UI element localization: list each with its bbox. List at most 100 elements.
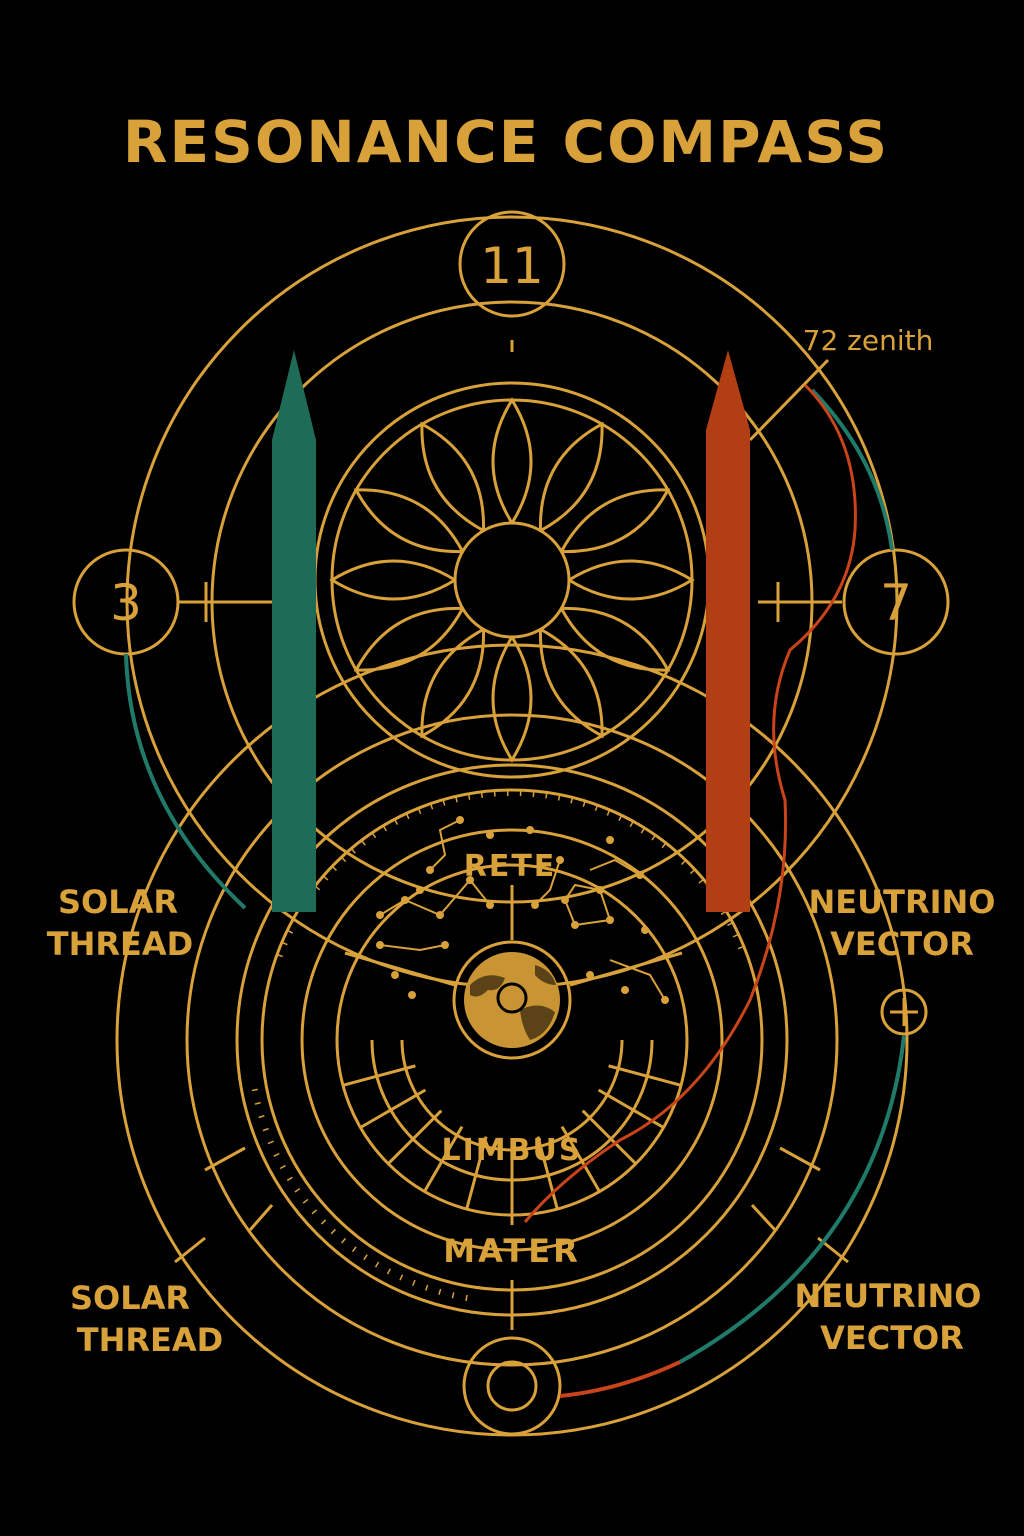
flower-petal [420, 421, 486, 532]
limbus-spoke [423, 1125, 464, 1193]
scale-tick [302, 1198, 309, 1204]
limbus-spoke [465, 1136, 488, 1210]
scale-tick [698, 878, 704, 884]
neutrino-vector-label-upper: NEUTRINO VECTOR [809, 883, 996, 963]
scale-tick [438, 1288, 442, 1295]
scale-tick [582, 800, 586, 807]
scale-tick [606, 809, 611, 816]
scale-tick [680, 859, 687, 866]
scale-tick [311, 1209, 318, 1215]
marker-top-label: 11 [480, 237, 544, 295]
svg-text:NEUTRINO: NEUTRINO [809, 883, 996, 921]
scale-tick [455, 796, 458, 803]
svg-text:SOLAR: SOLAR [58, 883, 178, 921]
constellations [376, 816, 669, 1004]
scale-tick [557, 794, 561, 801]
scale-tick [399, 1274, 404, 1281]
limbus-label: LIMBUS [442, 1133, 583, 1168]
neutrino-needle [706, 350, 750, 912]
limbus-arc [400, 1039, 624, 1152]
plus-circle-icon [880, 988, 928, 1036]
svg-text:SOLAR: SOLAR [70, 1279, 190, 1317]
lower-ring-2 [185, 713, 839, 1367]
rete-label: RETE [464, 849, 557, 884]
limbus-spoke [359, 1088, 427, 1129]
scale-tick [442, 799, 446, 806]
scale-tick [671, 850, 677, 857]
limbus-spoke [581, 1109, 637, 1165]
solar-needle [272, 350, 316, 912]
scale-tick [480, 791, 484, 798]
scale-tick [294, 1187, 301, 1193]
marker-right-label: 7 [880, 574, 912, 632]
scale-tick [386, 1268, 392, 1275]
limbus-arc [370, 1039, 654, 1182]
ring-icon [462, 1336, 562, 1436]
mater-label: MATER [443, 1232, 580, 1270]
scale-tick [281, 941, 288, 946]
scale-tick [451, 1292, 455, 1299]
scale-tick [286, 1176, 293, 1182]
scale-tick [267, 1140, 274, 1145]
scale-tick [251, 1088, 258, 1092]
flower-petal [560, 488, 671, 554]
solar-thread-arc [124, 653, 247, 910]
scale-tick [425, 1284, 429, 1291]
scale-tick [640, 827, 646, 834]
flower-petal [420, 628, 486, 739]
flower-petals [329, 397, 695, 763]
scale-tick [262, 1127, 269, 1132]
scale-tick [350, 848, 356, 854]
limbus-spoke [387, 1109, 443, 1165]
flower-petal [353, 488, 464, 554]
degree-scale [251, 790, 745, 1302]
scale-tick [417, 807, 422, 815]
svg-text:THREAD: THREAD [47, 925, 193, 963]
scale-tick [286, 929, 294, 934]
scale-tick [382, 825, 387, 832]
limbus-spoke [342, 1064, 416, 1087]
neutrino-trace [523, 383, 857, 1223]
scale-tick [351, 1246, 357, 1253]
scale-tick [737, 945, 745, 950]
limbus-spokes [342, 1039, 682, 1215]
neutrino-vector-arc-rust [559, 1360, 681, 1398]
scale-tick [429, 803, 434, 810]
flower-petal [353, 606, 464, 672]
flower-petal [538, 628, 604, 739]
scale-tick [532, 790, 535, 797]
scale-tick [570, 797, 574, 804]
scale-tick [467, 793, 471, 800]
page-title: RESONANCE COMPASS [123, 108, 889, 176]
flower-petal [568, 559, 695, 601]
limbus-spoke [608, 1064, 682, 1087]
scale-tick [545, 792, 548, 799]
neutrino-vector-arc-upper [810, 388, 894, 551]
scale-tick [629, 820, 634, 827]
scale-tick [651, 834, 657, 841]
scale-tick [331, 865, 338, 872]
scale-tick [618, 814, 623, 822]
scale-tick [276, 953, 283, 958]
scale-tick [330, 1228, 336, 1235]
flower-petal [329, 559, 456, 601]
neutrino-vector-label-lower: NEUTRINO VECTOR [795, 1277, 982, 1357]
solar-thread-label-upper: SOLAR THREAD [47, 883, 193, 963]
limbus-spoke [536, 1136, 559, 1210]
scale-tick [340, 856, 347, 863]
neutrino-vector-arc-lower [679, 1035, 906, 1364]
scale-tick [258, 1115, 265, 1119]
flower-petal [491, 397, 533, 524]
scale-tick [374, 1261, 380, 1268]
zenith-label: 72 zenith [803, 324, 934, 357]
svg-text:THREAD: THREAD [77, 1321, 223, 1359]
scale-tick [465, 1294, 468, 1302]
scale-tick [279, 1164, 286, 1170]
svg-text:NEUTRINO: NEUTRINO [795, 1277, 982, 1315]
scale-tick [371, 832, 377, 839]
scale-tick [732, 933, 739, 938]
scale-tick [363, 1254, 368, 1261]
scale-tick [661, 842, 667, 849]
scale-tick [594, 804, 599, 811]
